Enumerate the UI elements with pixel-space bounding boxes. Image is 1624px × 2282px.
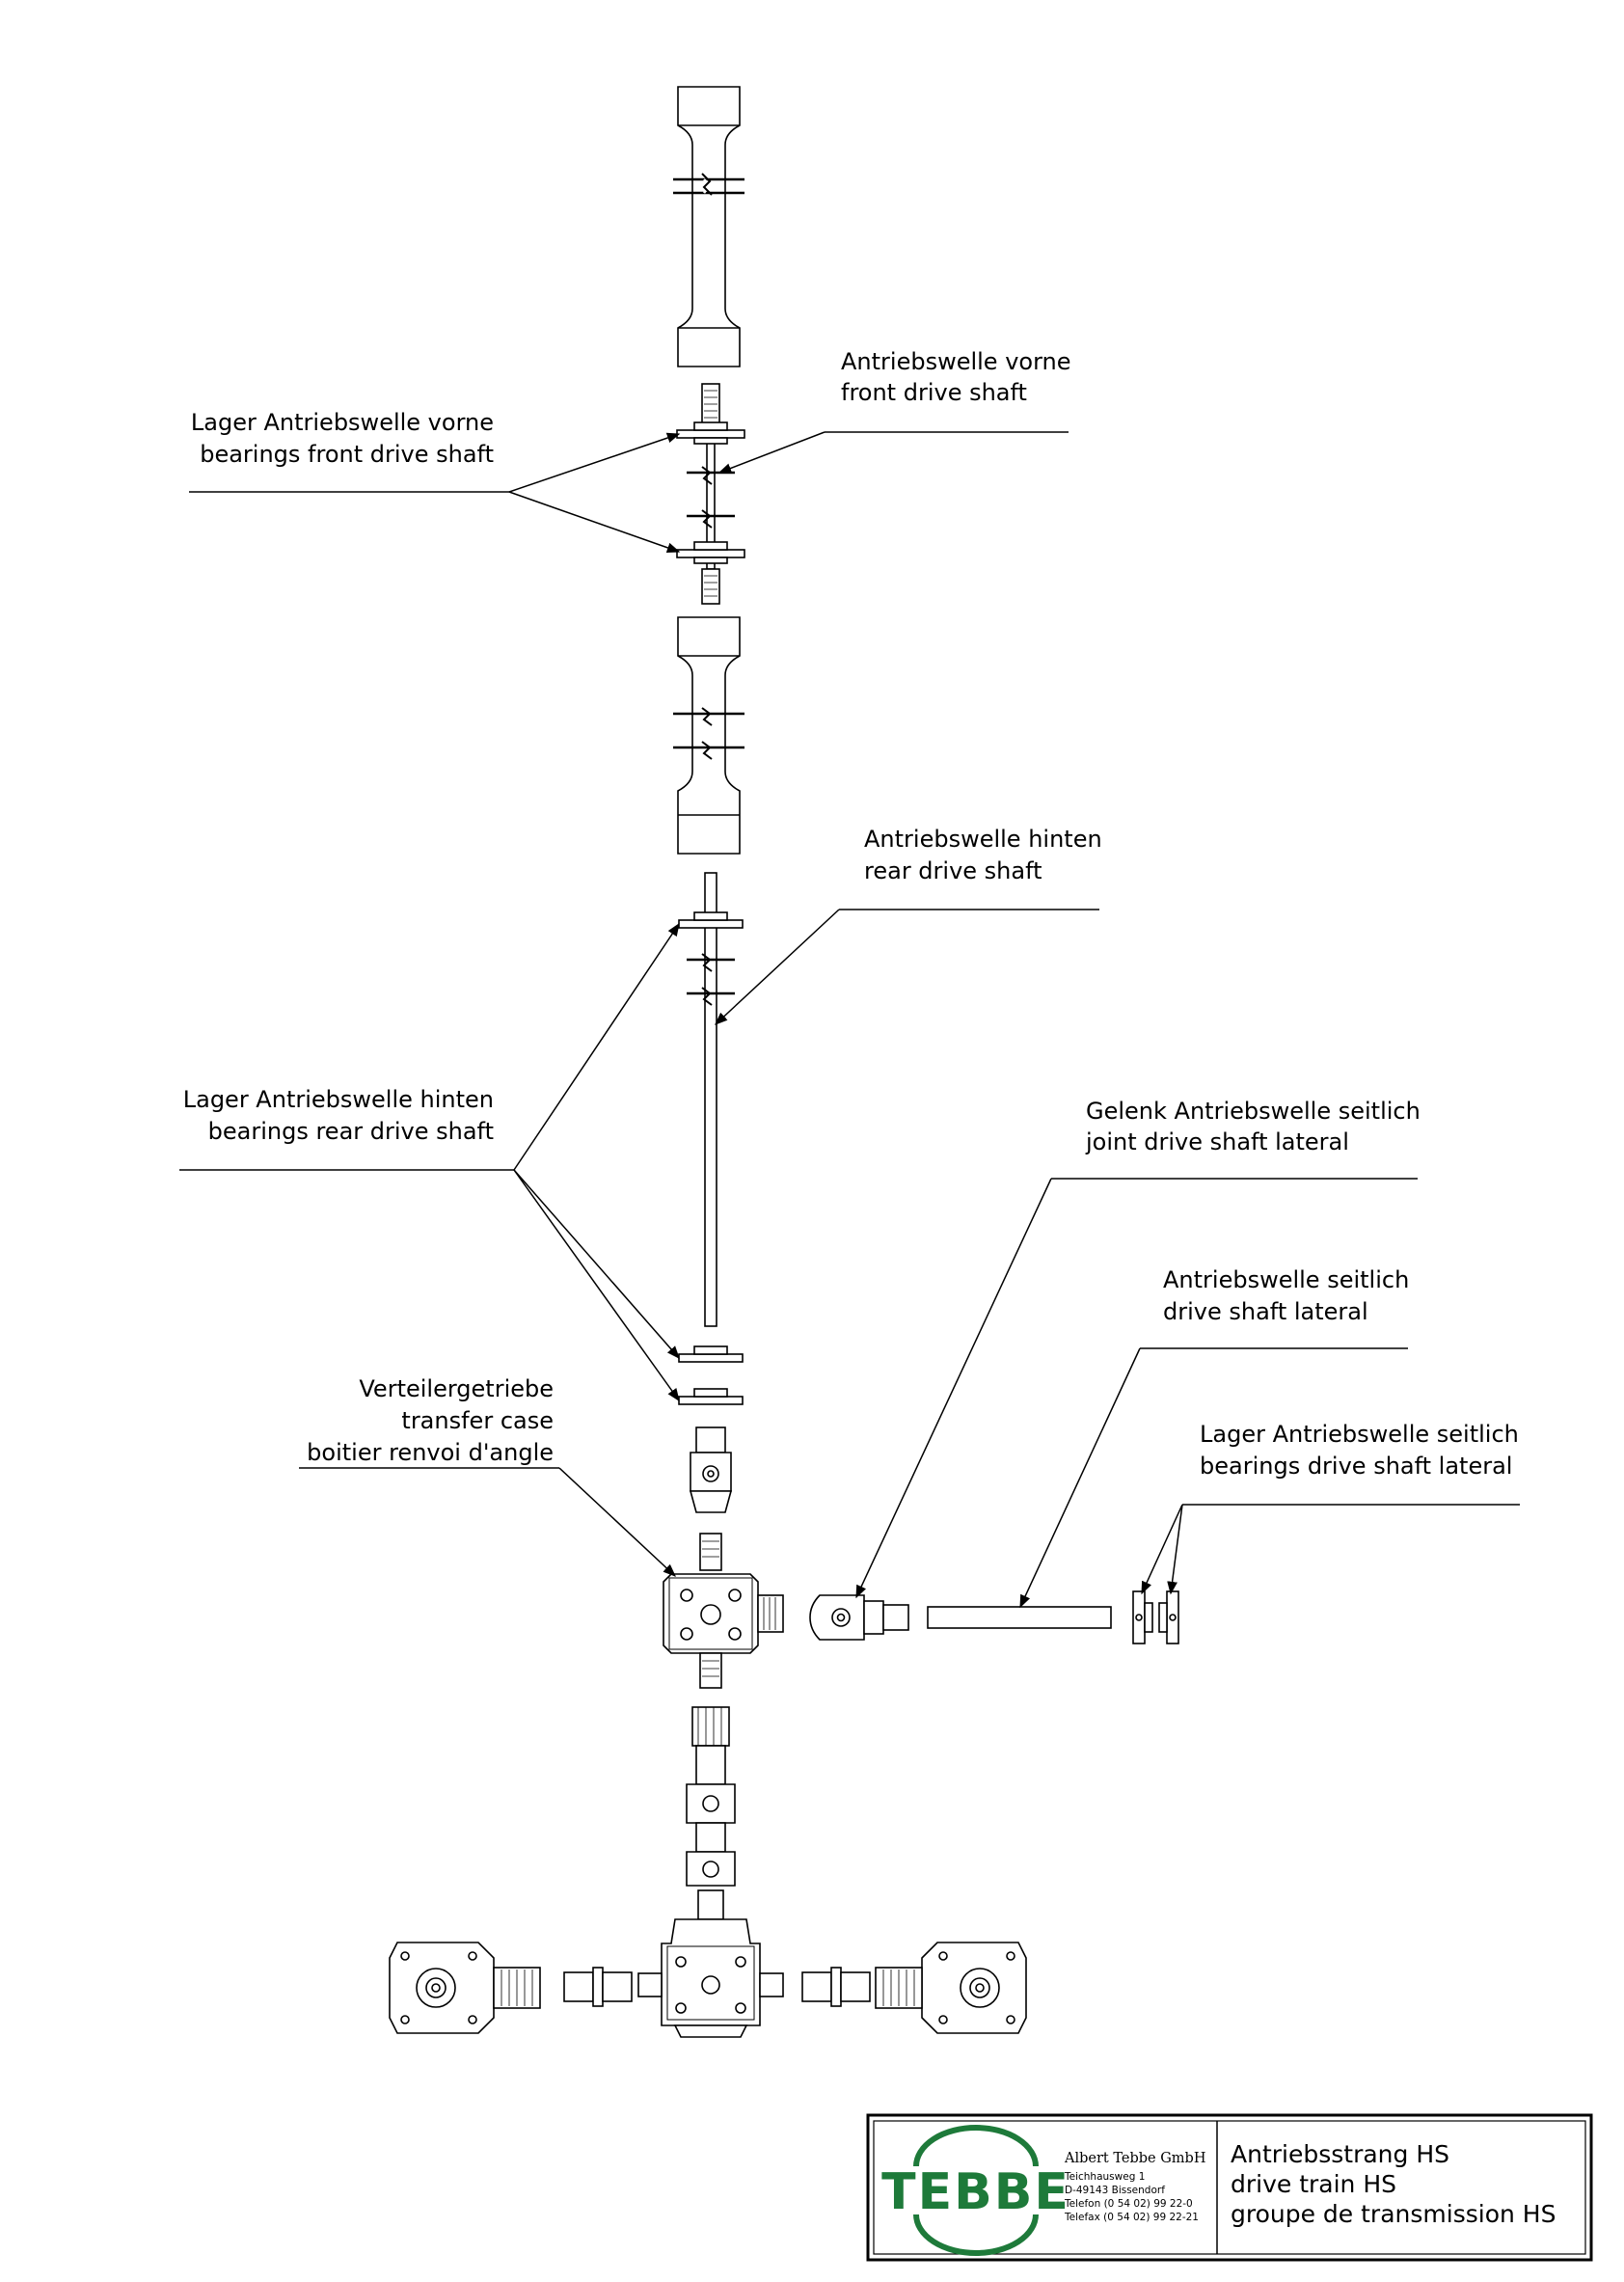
callout-front-shaft-de: Antriebswelle vorne [841, 348, 1071, 375]
callout-lateral-joint-de: Gelenk Antriebswelle seitlich [1086, 1098, 1421, 1125]
phone-line: Telefon (0 54 02) 99 22-0 [1064, 2198, 1193, 2210]
callout-lateral-bearings-de: Lager Antriebswelle seitlich [1200, 1421, 1519, 1448]
callout-rear-bearings-en: bearings rear drive shaft [208, 1118, 494, 1145]
coupling-right [801, 1967, 871, 2007]
leader-front-bearings [189, 432, 681, 554]
lateral-bearings [1132, 1590, 1179, 1644]
front-bearing-upper [676, 421, 745, 445]
leader-lateral-shaft [1019, 1347, 1408, 1609]
rear-bearing-1 [678, 911, 744, 929]
callout-transfer-case-de: Verteilergetriebe [359, 1375, 554, 1402]
logo-text: TEBBE [881, 2163, 1070, 2221]
callout-lateral-bearings-en: bearings drive shaft lateral [1200, 1453, 1512, 1480]
title-block: TEBBE Albert Tebbe GmbH Teichhausweg 1 D… [866, 2113, 1593, 2262]
central-gearbox [637, 1889, 784, 2038]
lateral-drive-shaft [927, 1606, 1112, 1629]
fax-line: Telefax (0 54 02) 99 22-21 [1064, 2212, 1199, 2223]
callout-transfer-case-en: transfer case [401, 1407, 554, 1434]
callout-front-shaft-en: front drive shaft [841, 379, 1027, 406]
leader-front-shaft [717, 431, 1069, 474]
leader-lateral-bearings [1141, 1504, 1520, 1595]
leader-rear-bearings [179, 922, 680, 1402]
front-bearing-lower [676, 541, 745, 564]
callout-lateral-shaft-de: Antriebswelle seitlich [1163, 1266, 1409, 1293]
callout-front-bearings-en: bearings front drive shaft [200, 441, 494, 468]
callout-rear-shaft-en: rear drive shaft [864, 857, 1042, 884]
leader-transfer-case [299, 1467, 676, 1577]
rear-bearing-2 [678, 1345, 744, 1363]
universal-joint-upper [689, 1426, 733, 1513]
address-line-1: Teichhausweg 1 [1064, 2171, 1145, 2183]
upper-pto-shaft [673, 86, 744, 367]
callout-lateral-joint-en: joint drive shaft lateral [1085, 1128, 1349, 1155]
tebbe-logo: TEBBE [881, 2125, 1070, 2256]
title-fr: groupe de transmission HS [1231, 2200, 1556, 2228]
callout-front-bearings-de: Lager Antriebswelle vorne [191, 409, 494, 436]
callout-lateral-shaft-en: drive shaft lateral [1163, 1298, 1368, 1325]
right-gearbox [875, 1942, 1027, 2034]
title-en: drive train HS [1231, 2170, 1396, 2198]
rear-bearing-3 [678, 1388, 744, 1405]
leader-lateral-joint [855, 1178, 1418, 1599]
address-line-2: D-49143 Bissendorf [1065, 2185, 1165, 2196]
lateral-joint [809, 1594, 909, 1641]
title-de: Antriebsstrang HS [1231, 2140, 1449, 2168]
transfer-case [663, 1533, 784, 1689]
rear-drive-shaft [687, 872, 735, 1327]
lower-joint-shaft [686, 1706, 736, 1887]
leader-rear-shaft [715, 909, 1099, 1025]
front-drive-shaft [687, 383, 735, 605]
coupling-left [563, 1967, 633, 2007]
left-gearbox [389, 1942, 541, 2034]
company-name: Albert Tebbe GmbH [1064, 2151, 1205, 2166]
middle-pto-shaft [673, 616, 744, 855]
callout-transfer-case-fr: boitier renvoi d'angle [307, 1439, 554, 1466]
callout-rear-bearings-de: Lager Antriebswelle hinten [183, 1086, 494, 1113]
callout-rear-shaft-de: Antriebswelle hinten [864, 826, 1102, 853]
